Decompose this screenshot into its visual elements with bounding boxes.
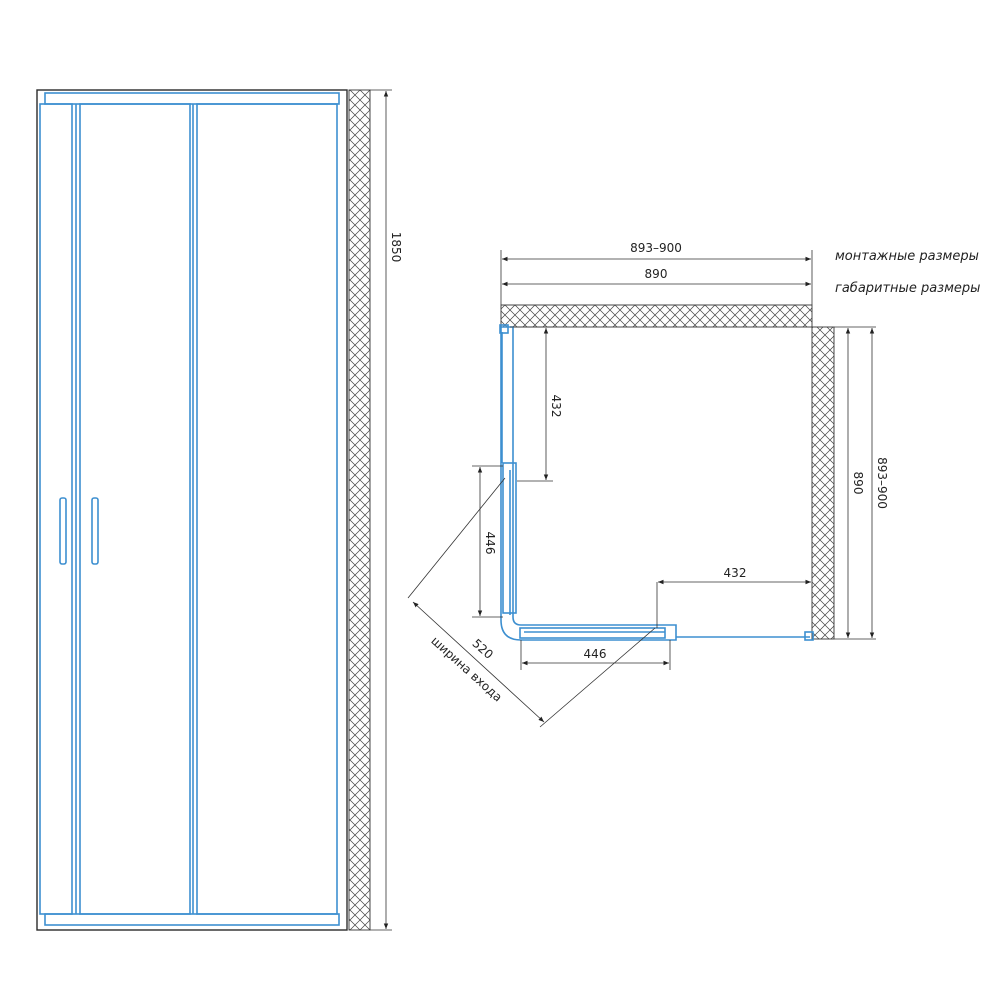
front-wall-hatch xyxy=(348,89,371,931)
plan-corner-post-top xyxy=(499,324,509,334)
left-lower-label: 446 xyxy=(483,532,497,555)
left-door-handle xyxy=(59,497,67,565)
legend-mounting: монтажные размеры xyxy=(835,249,979,264)
top-mounting-label: 893–900 xyxy=(630,241,682,255)
front-bottom-rail xyxy=(44,913,340,926)
plan-top-wall-hatch xyxy=(500,304,813,328)
right-overall-label: 890 xyxy=(851,472,865,495)
front-left-door xyxy=(79,103,191,915)
plan-corner-post-right xyxy=(804,631,814,641)
plan-left-profile xyxy=(500,326,677,641)
right-door-handle xyxy=(91,497,99,565)
front-outer-frame xyxy=(36,89,348,931)
plan-right-wall-hatch xyxy=(811,326,835,640)
bottom-right-label: 432 xyxy=(724,566,747,580)
top-overall-label: 890 xyxy=(645,267,668,281)
front-view: 1850 xyxy=(36,89,403,931)
legend-overall: габаритные размеры xyxy=(835,281,980,296)
diagonal-ext-top xyxy=(407,477,506,599)
diagonal-ext-bottom xyxy=(539,627,656,728)
height-label: 1850 xyxy=(389,232,403,263)
front-top-rail xyxy=(44,92,340,105)
diagonal-dimension-line xyxy=(412,601,545,723)
diagonal-value: 520 xyxy=(469,636,495,662)
left-upper-label: 432 xyxy=(549,395,563,418)
front-left-fixed-panel xyxy=(39,103,73,915)
front-right-door xyxy=(196,103,338,915)
bottom-left-label: 446 xyxy=(584,647,607,661)
diagonal-caption: ширина входа xyxy=(428,634,505,705)
right-mounting-label: 893–900 xyxy=(875,457,889,509)
plan-bottom-sliding-door xyxy=(519,627,666,639)
plan-view: 893–900 890 монтажные размеры габаритные… xyxy=(407,241,980,728)
